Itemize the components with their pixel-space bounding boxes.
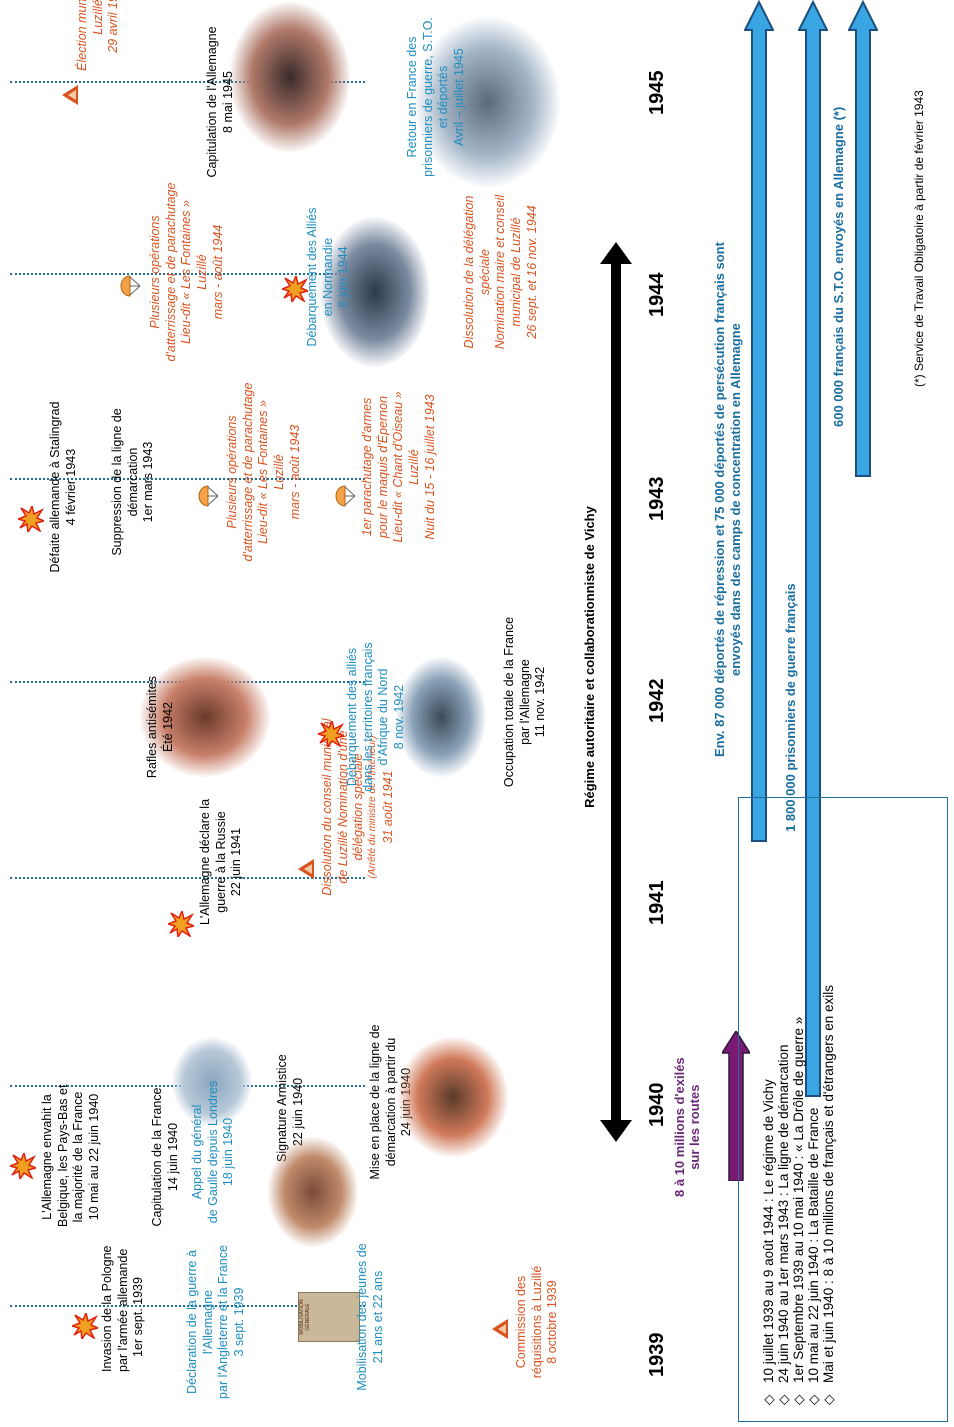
legend-item: ◇10 juillet 1939 au 9 août 1944 : Le rég… (761, 1079, 776, 1405)
explosion-icon (282, 276, 308, 302)
event-retour-prisonniers: Retour en France des prisonniers de guer… (405, 17, 466, 177)
parachute-icon (198, 485, 219, 507)
legend-item: ◇24 juin 1940 au 1er mars 1943 : La lign… (776, 1044, 791, 1405)
bullet-icon: ◇ (761, 1394, 776, 1405)
year-label: 1943 (646, 476, 668, 522)
photo-afrique-nord (396, 657, 486, 777)
explosion-icon (18, 506, 44, 532)
bullet-icon: ◇ (776, 1394, 791, 1405)
event-capitulation-allemagne: Capitulation de l'Allemagne 8 mai 1945 (205, 26, 235, 178)
bullet-icon: ◇ (821, 1394, 836, 1405)
warning-icon (298, 859, 314, 879)
bullet-icon: ◇ (806, 1394, 821, 1405)
event-declaration-guerre: Déclaration de la guerre à l'Allemagne p… (185, 1245, 246, 1399)
deportes-label: Env. 87 000 déportés de répression et 75… (712, 242, 743, 757)
year-label: 1940 (646, 1082, 668, 1128)
event-stalingrad: Défaite allemande à Stalingrad 4 février… (48, 401, 78, 573)
vichy-label: Régime autoritaire et collaborationniste… (582, 506, 597, 808)
explosion-icon (168, 911, 194, 937)
event-capitulation-france: Capitulation de la France 14 juin 1940 (150, 1087, 180, 1227)
event-invasion-pologne: Invasion de la Pologne par l'armée allem… (100, 1245, 146, 1372)
exiles-label: 8 à 10 millions d'exilés sur les routes (672, 1057, 702, 1197)
year-label: 1945 (646, 70, 668, 116)
event-suppression-ligne: Suppression de la ligne de démarcation 1… (110, 408, 156, 556)
year-label: 1939 (646, 1332, 668, 1378)
year-label: 1941 (646, 880, 668, 926)
mobilisation-poster: MOBILISATION GÉNÉRALE (298, 1292, 360, 1342)
legend-item: ◇1er Septembre 1939 au 10 mai 1940 : « L… (791, 1016, 806, 1405)
prisonniers-arrow (798, 0, 828, 1097)
event-debarquement-normandie: Débarquement des Alliés en Normandie 8 j… (305, 207, 351, 347)
photo-armistice (268, 1137, 358, 1247)
explosion-icon (10, 1153, 36, 1179)
sto-label: 600 000 français du S.T.O. envoyés en Al… (831, 106, 846, 427)
exiles-arrow (722, 1031, 750, 1181)
warning-icon (492, 1319, 508, 1339)
parachute-icon (335, 485, 356, 507)
event-parachutage-1943: Plusieurs opérations d'atterrissage et d… (225, 382, 302, 562)
year-label: 1944 (646, 272, 668, 318)
event-occupation-totale: Occupation totale de la France par l'All… (502, 616, 548, 788)
event-dissolution-1944: Dissolution de la délégation spéciale No… (462, 194, 539, 350)
legend-box: ◇10 juillet 1939 au 9 août 1944 : Le rég… (738, 797, 948, 1422)
poster-text: MOBILISATION GÉNÉRALE (299, 1299, 311, 1335)
event-debarquement-afrique: Débarquement des alliés dans les territo… (345, 642, 406, 792)
event-parachutage-1944: Plusieurs opérations d'atterrissage et d… (148, 182, 225, 362)
warning-icon (62, 85, 78, 105)
event-mobilisation: Mobilisation des jeunes de 21 ans et 22 … (355, 1243, 385, 1391)
sto-arrow (848, 0, 878, 477)
event-rafles: Rafles antisémites Été 1942 (145, 675, 175, 779)
prisonniers-label: 1 800 000 prisonniers de guerre français (783, 583, 798, 832)
sto-note: (*) Service de Travail Obligatoire à par… (912, 90, 926, 387)
photo-ligne (398, 1037, 508, 1157)
event-parachutage-armes: 1er parachutage d'armes pour le maquis d… (360, 391, 437, 543)
explosion-icon (318, 721, 344, 747)
event-guerre-russie: L'Allemagne déclare la guerre à la Russi… (198, 798, 244, 926)
event-commission: Commission des réquisitions à Luzillé 8 … (514, 1265, 560, 1379)
photo-capitulation-allemagne (230, 2, 350, 152)
legend-item: ◇10 mai au 22 juin 1940 : La Bataille de… (806, 1107, 821, 1405)
explosion-icon (72, 1313, 98, 1339)
event-invasion-belgique: L'Allemagne envahit la Belgique, les Pay… (40, 1084, 101, 1227)
vichy-arrow (600, 242, 632, 1142)
parachute-icon (120, 275, 141, 297)
event-election: Élection municipale Luzillé 29 avril 194… (75, 0, 121, 71)
bullet-icon: ◇ (791, 1394, 806, 1405)
legend-item: ◇Mai et juin 1940 : 8 à 10 millions de f… (821, 984, 836, 1405)
year-label: 1942 (646, 678, 668, 724)
event-appel-de-gaulle: Appel du général de Gaulle depuis Londre… (190, 1080, 236, 1224)
deportes-arrow (744, 0, 774, 842)
